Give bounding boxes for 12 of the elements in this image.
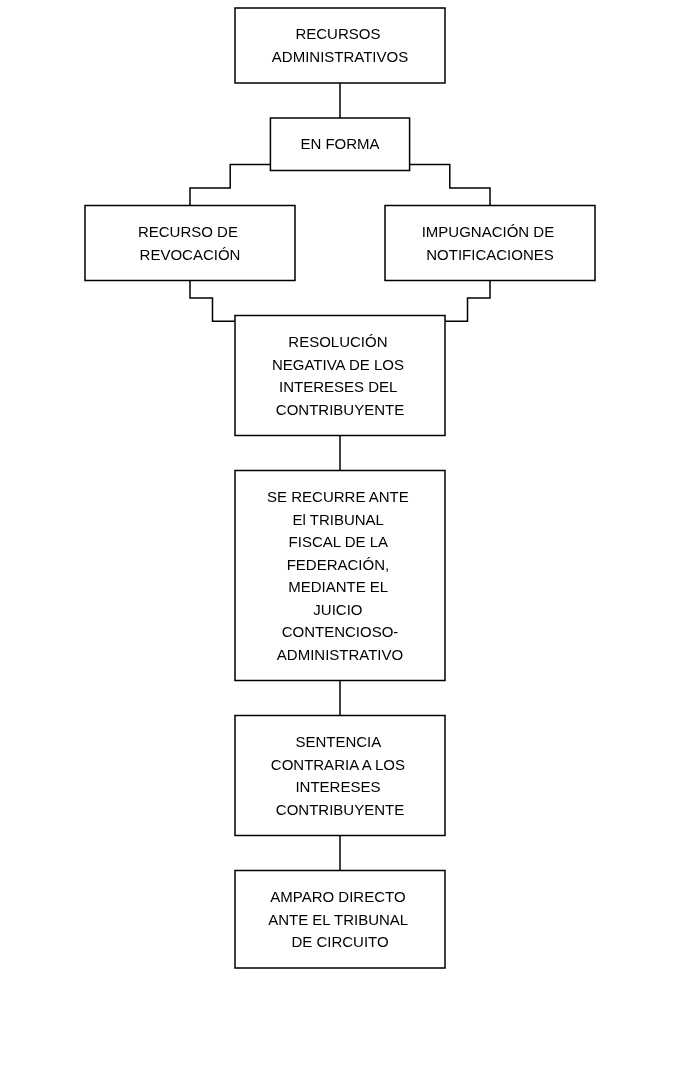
connector <box>338 434 341 472</box>
node-box: SENTENCIA CONTRARIA A LOS INTERESES CONTRIBUYENTE <box>233 714 446 837</box>
connector <box>338 679 341 717</box>
node-box: RESOLUCIÓN NEGATIVA DE LOS INTERESES DEL CONTRIBUYENTE <box>233 314 446 437</box>
connector <box>338 82 341 119</box>
node-box: AMPARO DIRECTO ANTE EL TRIBUNAL DE CIRCUITO <box>233 869 446 969</box>
node-box: RECURSO DE REVOCACIÓN <box>83 204 296 282</box>
node-box: RECURSOS ADMINISTRATIVOS <box>233 7 446 84</box>
node-box: IMPUGNACIÓN DE NOTIFICACIONES <box>383 204 596 282</box>
node-box: SE RECURRE ANTE El TRIBUNAL FISCAL DE LA FEDERACIÓN, MEDIANTE EL JUICIO CONTENCIOSO-ADMINISTRATIVO <box>233 469 446 682</box>
connector <box>338 834 341 872</box>
node-box: EN FORMA <box>269 117 410 172</box>
